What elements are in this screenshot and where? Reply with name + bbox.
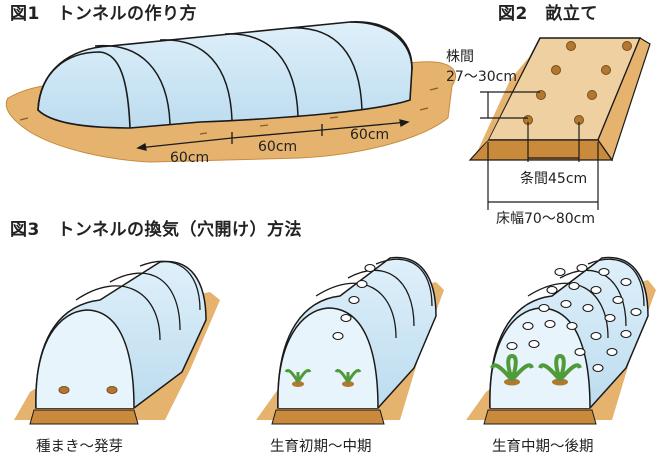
plant [538, 354, 582, 386]
vent-hole [606, 347, 618, 357]
figure3-stage1-illustration [14, 260, 220, 425]
vent-hole [544, 319, 556, 329]
stage1-tunnel-end [35, 309, 135, 409]
vent-hole [598, 267, 610, 277]
hoop [375, 258, 433, 307]
figure2-ground-left [466, 56, 530, 162]
seedling [334, 369, 362, 387]
vent-hole [620, 329, 632, 339]
vent-hole [554, 267, 566, 277]
hoop [159, 39, 233, 121]
hoop [559, 269, 627, 327]
vent-hole [522, 321, 534, 331]
figure2-seed-holes [523, 41, 632, 125]
vent-hole [348, 295, 360, 305]
vent-hole [590, 331, 602, 341]
seed-hole [58, 386, 70, 394]
plant [490, 354, 534, 386]
seed-hole [601, 65, 611, 75]
vent-hole [538, 303, 550, 313]
figure3-title: 図3 トンネルの換気（穴開け）方法 [10, 220, 302, 240]
hoop [289, 27, 363, 111]
stage3-plants [490, 354, 582, 386]
vent-hole [560, 299, 572, 309]
hoop [109, 272, 181, 331]
stage1-bed-front [29, 409, 139, 425]
hoop [347, 269, 415, 327]
figure2-bed-front [468, 139, 614, 161]
vent-hole [576, 263, 588, 273]
figure1-tunnel-illustration [5, 21, 456, 163]
stage2-vent-holes [332, 263, 376, 341]
figure2-bed-width: 床幅70～80cm [496, 211, 595, 227]
figure1-dimension-lines [136, 119, 410, 151]
seed-hole [622, 41, 632, 51]
vent-hole [592, 363, 604, 373]
figure1-title: 図1 トンネルの作り方 [10, 4, 197, 24]
vent-hole [364, 263, 376, 273]
figure1-hoops [94, 21, 413, 125]
figure1-tunnel-end [37, 51, 131, 129]
figure1-span-label-3: 60cm [350, 127, 390, 143]
hoop [75, 285, 161, 341]
vent-hole [612, 295, 624, 305]
figure3-stage1-label: 種まき～発芽 [36, 439, 123, 455]
figure2-row-spacing: 条間45cm [520, 171, 588, 187]
figure2-plant-spacing-value: 27～30cm [446, 69, 517, 85]
vent-hole [590, 285, 602, 295]
figure1-span-label-1: 60cm [170, 150, 210, 166]
hoop [349, 21, 413, 71]
vent-hole [332, 331, 344, 341]
figure3-stage2-label: 生育初期～中期 [270, 439, 372, 455]
hoop [224, 33, 299, 117]
figure2-bed-illustration [466, 37, 651, 210]
vent-hole [546, 285, 558, 295]
vent-hole [566, 321, 578, 331]
vent-hole [356, 279, 368, 289]
seed-hole [566, 41, 576, 51]
stage3-vent-holes [506, 263, 642, 373]
vent-hole [604, 313, 616, 323]
figure3-stage3-illustration [466, 256, 656, 425]
vent-hole [582, 303, 594, 313]
vent-hole [630, 307, 642, 317]
figure2-title: 図2 畝立て [498, 4, 598, 24]
figure1-span-label-2: 60cm [258, 139, 298, 155]
hoop [139, 260, 201, 311]
hoop [315, 282, 397, 339]
seedling [284, 369, 312, 387]
seed-hole [551, 65, 561, 75]
vent-hole [620, 277, 632, 287]
vent-hole [574, 347, 586, 357]
hoop [527, 282, 609, 339]
figure3-stage2-illustration [256, 256, 444, 425]
figure2-dimension-lines [480, 91, 599, 210]
stage3-bed-front [483, 409, 597, 425]
stage2-seedlings [284, 369, 362, 387]
vent-hole [528, 339, 540, 349]
hoop [94, 44, 171, 125]
hoop [587, 258, 645, 307]
vent-hole [340, 313, 352, 323]
figure1-tunnel-film [37, 21, 413, 129]
stage2-bed-front [271, 409, 385, 425]
figure3-stage3-label: 生育中期～後期 [492, 439, 594, 455]
seed-hole [587, 90, 597, 100]
figure2-plant-spacing-label: 株間 [446, 49, 474, 65]
vent-hole [506, 341, 518, 351]
figure1-soil-texture [19, 87, 439, 135]
seed-hole [536, 90, 546, 100]
seed-hole [106, 386, 118, 394]
vent-hole [568, 281, 580, 291]
